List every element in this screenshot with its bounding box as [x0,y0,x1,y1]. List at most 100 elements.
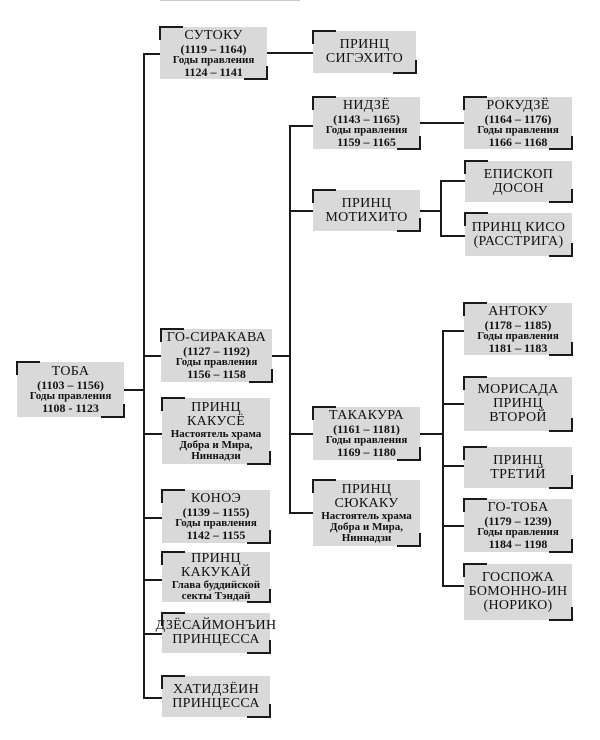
connector-line [442,330,464,332]
person-detail: Глава буддийской [171,579,261,591]
person-detail: Годы правления [172,53,255,66]
connector-line [442,403,464,405]
connector-line [143,433,163,435]
person-detail: 1166 – 1168 [488,134,548,149]
person-detail: ПРИНЦ [493,396,543,411]
person-detail: ПРИНЦЕССА [172,695,260,711]
person-detail: БОМОННО-ИН [468,584,568,599]
person-detail: МОТИХИТО [325,209,408,225]
person-detail: Годы правления [325,123,408,136]
connector-line [289,210,313,212]
connector-line [442,465,464,467]
connector-line [143,355,162,357]
person-detail: 1108 - 1123 [42,401,99,415]
person-name: ПРИНЦ [493,452,543,468]
connector-line [289,125,291,513]
connector-line [289,125,313,127]
person-detail: Годы правления [477,526,559,538]
person-name: ПРИНЦ [191,399,241,415]
connector-line [143,633,163,635]
person-detail: секты Тэндай [181,590,251,602]
connector-line [267,52,313,54]
connector-line [420,122,464,124]
person-detail: 1159 – 1165 [337,134,396,149]
person-detail: Годы правления [325,434,408,446]
person-detail: (1179 – 1239) [484,514,552,528]
person-detail: Добра и Мира, [179,438,253,451]
person-detail: 1181 – 1183 [488,340,548,355]
person-name: КОНОЭ [190,491,242,506]
connector-line [289,433,313,435]
person-name: ГОСПОЖА [482,570,554,585]
connector-line [442,525,464,527]
person-name: ПРИНЦ [339,37,390,52]
person-name: ТАКАКУРА [329,408,404,423]
person-detail: Ниннадзи [191,449,241,462]
connector-line [143,53,161,55]
person-detail: 1124 – 1141 [184,64,243,79]
person-detail: Годы правления [175,517,257,529]
person-detail: КАКУСЁ [186,413,246,429]
person-detail: (1164 – 1176) [484,111,552,126]
connector-line [420,210,440,212]
person-name: ХАТИДЗЁИН [172,681,260,697]
person-detail: ВТОРОЙ [489,410,547,425]
person-detail: Настоятель храма [170,427,262,440]
person-detail: (РАССТРИГА) [473,233,564,249]
person-detail: ДОСОН [493,180,544,196]
person-detail: 1169 – 1180 [337,445,396,459]
person-name: СУТОКУ [184,27,243,43]
person-detail: ПРИНЦЕССА [172,632,260,647]
connector-line [143,579,163,581]
person-detail: (1139 – 1155) [182,505,250,519]
person-name: ПРИНЦ [341,481,392,497]
connector-line [442,585,464,587]
person-name: ГО-СИРАКАВА [166,330,267,345]
connector-line [143,517,163,519]
person-detail: (1103 – 1156) [37,378,104,392]
person-name: ПРИНЦ КИСО [471,219,566,235]
connector-line [143,53,145,698]
person-detail: 1184 – 1198 [488,537,548,551]
person-name: МОРИСАДА [477,382,559,397]
connector-line [440,235,465,237]
person-name: ЕПИСКОП [483,166,554,182]
person-detail: (1161 – 1181) [333,422,400,436]
person-detail: СИГЭХИТО [325,51,404,66]
person-detail: Годы правления [175,356,258,368]
connector-line [124,389,144,391]
connector-line [420,433,442,435]
person-name: ТОБА [51,364,90,379]
connector-line [272,355,290,357]
person-detail: Ниннадзи [341,531,392,544]
person-detail: (НОРИКО) [483,598,553,613]
person-detail: Годы правления [477,329,559,342]
person-detail: СЮКАКУ [334,495,399,511]
page-edge-line [160,0,300,1]
person-detail: Добра и Мира, [329,520,404,533]
person-detail: 1142 – 1155 [186,528,246,542]
person-detail: (1143 – 1165) [333,111,400,126]
person-name: РОКУДЗЁ [486,97,550,113]
connector-line [440,180,465,182]
person-name: ПРИНЦ [191,551,241,566]
person-detail: Годы правления [477,123,559,136]
person-detail: Настоятель храма [321,509,412,522]
